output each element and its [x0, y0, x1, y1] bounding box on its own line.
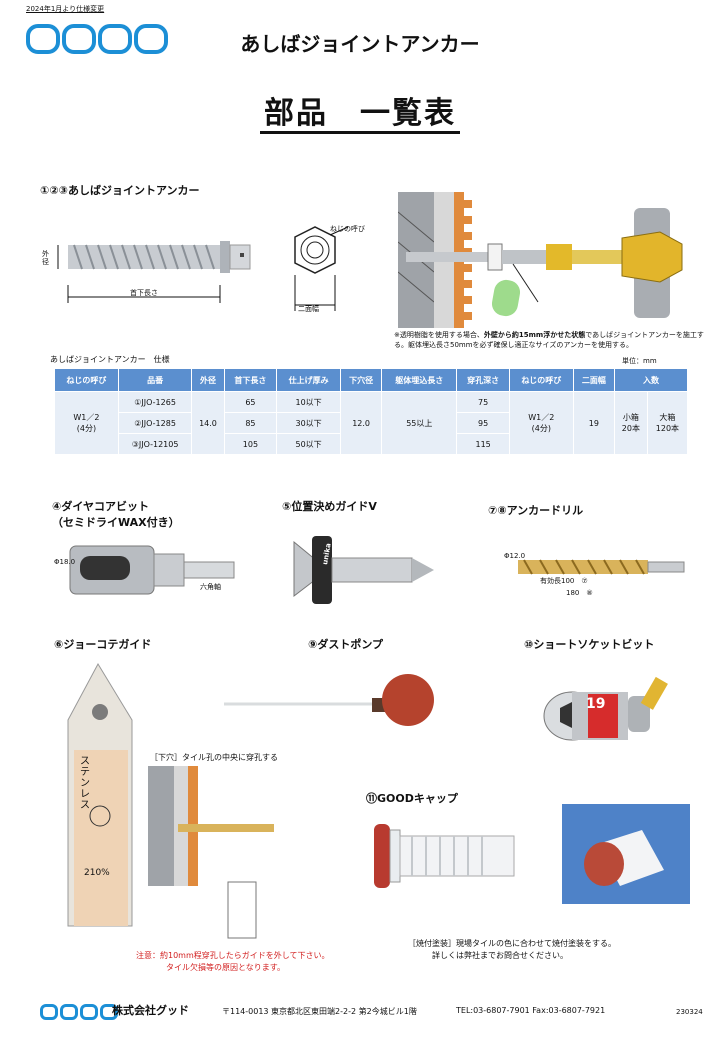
part6-size: 210%: [84, 868, 110, 878]
part78-diameter: Φ12.0: [504, 552, 526, 560]
cell-length: 65: [223, 391, 278, 413]
cell-finish: 50以下: [276, 433, 342, 455]
part4-subtitle: （セミドライWAX付き）: [52, 516, 180, 529]
col-part: 品番: [117, 368, 193, 392]
col-hole: 下穴径: [340, 368, 383, 392]
col-thread: ねじの呼び: [54, 368, 119, 392]
cell-width: 19: [572, 391, 615, 455]
label-diameter: 外径: [42, 250, 49, 266]
note-post: であしばジョイントアンカーを施工する。躯体埋込長さ50mmを必ず確保し適正なサイ…: [394, 331, 704, 349]
spec-table: ねじの呼び 品番 外径 首下長さ 仕上げ厚み 下穴径 躯体埋込長さ 穿孔深さ ね…: [54, 368, 689, 455]
socket-bit-illustration: [543, 676, 668, 741]
top-note: 2024年1月より仕様変更: [26, 5, 105, 13]
part6-brand: ステンレス: [80, 756, 90, 811]
footer-good-logo: [40, 1004, 118, 1020]
cell-finish: 10以下: [276, 391, 342, 413]
good-logo: [26, 24, 168, 54]
col-finish: 仕上げ厚み: [276, 368, 342, 392]
dust-pump-illustration: [224, 674, 434, 726]
core-bit-illustration: [69, 545, 235, 595]
cell-part: ①JJO-1265: [117, 391, 193, 413]
good-cap-illustration: [374, 824, 515, 888]
cell-finish: 30以下: [276, 412, 342, 434]
part11-title: ⑪GOODキャップ: [366, 792, 458, 805]
good-cap-photo: [562, 804, 690, 904]
drill-note: ［下穴］タイル孔の中央に穿孔する: [150, 753, 278, 762]
main-title: 部品 一覧表: [0, 88, 720, 134]
cell-length: 105: [223, 433, 278, 455]
table-row: ②JJO-1285 85 30以下 95: [55, 412, 688, 434]
anchor-bolt-illustration: [57, 241, 251, 303]
label-width: 二面幅: [298, 305, 319, 313]
part4-title: ④ダイヤコアビット: [52, 500, 149, 513]
table-row: W1／2 (4分) ①JJO-1265 14.0 65 10以下 12.0 55…: [54, 391, 689, 455]
spec-caption: あしばジョイントアンカー 仕様: [50, 355, 170, 364]
footer-tel: TEL:03-6807-7901 Fax:03-6807-7921: [456, 1006, 606, 1015]
part10-title: ⑩ショートソケットビット: [524, 638, 655, 651]
part4-hex: 六角軸: [200, 583, 221, 591]
trowel-guide-illustration: [67, 662, 133, 927]
col-thread2: ねじの呼び: [508, 368, 574, 392]
hex-head-illustration: [294, 226, 349, 311]
cell-depth: 95: [456, 412, 510, 434]
col-depth: 穿孔深さ: [456, 368, 510, 392]
page-title: あしばジョイントアンカー: [240, 32, 480, 56]
cell-thread: W1／2 (4分): [54, 391, 119, 455]
cell-hole: 12.0: [340, 391, 383, 455]
part10-mark: 19: [586, 696, 606, 712]
cell-depth: 75: [456, 391, 510, 413]
cell-qty-small: 小箱 20本: [613, 391, 648, 455]
spec-header-row: ねじの呼び 品番 外径 首下長さ 仕上げ厚み 下穴径 躯体埋込長さ 穿孔深さ ね…: [54, 368, 689, 392]
wall-section-illustration: [398, 192, 683, 328]
col-diameter: 外径: [191, 368, 225, 392]
col-embed: 躯体埋込長さ: [381, 368, 458, 392]
positioning-guide-illustration: [293, 536, 434, 604]
paint-note-line2: 詳しくは弊社までお問合せください。: [432, 951, 568, 960]
warn-line1: 注意：約10mm程穿孔したらガイドを外して下さい。: [136, 951, 330, 960]
cell-part: ③JJO-12105: [117, 433, 193, 455]
section1-title: ①②③あしばジョイントアンカー: [40, 184, 200, 197]
cell-part: ②JJO-1285: [117, 412, 193, 434]
footer-company: 株式会社グッド: [112, 1004, 189, 1017]
drilling-section-illustration: [148, 766, 274, 939]
paint-note-line1: ［焼付塗装］現場タイルの色に合わせて焼付塗装をする。: [408, 939, 616, 948]
label-length: 首下長さ: [130, 289, 158, 297]
anchor-drill-illustration: [518, 559, 685, 575]
footer-address: 〒114-0013 東京都北区東田端2-2-2 第2今城ビル1階: [222, 1007, 417, 1016]
footer-code: 230324: [676, 1008, 703, 1016]
label-thread: ねじの呼び: [330, 225, 365, 233]
part78-length1: 有効長100 ⑦: [540, 577, 588, 585]
cell-embed: 55以上: [381, 391, 458, 455]
warn-line2: タイル欠損等の原因となります。: [166, 963, 285, 972]
cell-depth: 115: [456, 433, 510, 455]
main-title-text: 部品 一覧表: [260, 96, 460, 134]
part78-title: ⑦⑧アンカードリル: [488, 504, 584, 517]
col-width: 二面幅: [572, 368, 615, 392]
cell-qty-large: 大箱 120本: [646, 391, 689, 455]
cell-diameter: 14.0: [191, 391, 225, 455]
cell-thread2: W1／2 (4分): [508, 391, 574, 455]
part78-length2: 180 ⑧: [566, 589, 593, 597]
part6-title: ⑥ジョーコテガイド: [54, 638, 152, 651]
col-length: 首下長さ: [223, 368, 278, 392]
part9-title: ⑨ダストポンプ: [308, 638, 383, 651]
part4-diameter: Φ18.0: [54, 558, 76, 566]
part5-title: ⑤位置決めガイドV: [282, 500, 377, 513]
note-pre: ※透明樹脂を使用する場合、: [394, 331, 484, 339]
installation-note: ※透明樹脂を使用する場合、外壁から約15mm浮かせた状態であしばジョイントアンカ…: [394, 330, 706, 350]
note-bold: 外壁から約15mm浮かせた状態: [483, 331, 586, 339]
cell-length: 85: [223, 412, 278, 434]
col-qty: 入数: [613, 368, 689, 392]
table-row: ③JJO-12105 105 50以下 115: [55, 433, 688, 455]
anchor-drawings: [57, 226, 349, 311]
spec-unit: 単位：mm: [622, 357, 657, 365]
